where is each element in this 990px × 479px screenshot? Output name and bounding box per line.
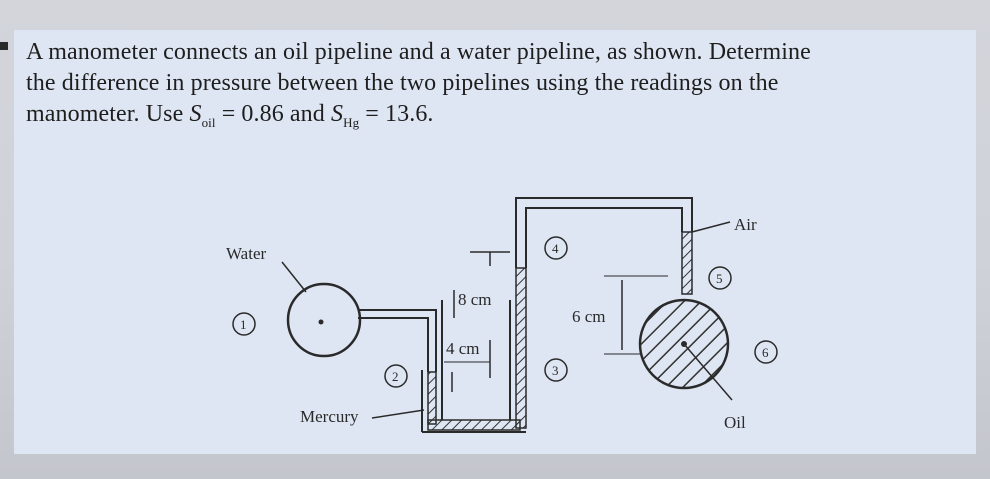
top-tube-outer bbox=[515, 197, 693, 268]
dim-8cm-label: 8 cm bbox=[458, 290, 492, 309]
water-label: Water bbox=[226, 244, 266, 263]
oil-equation: = 0.86 and bbox=[215, 101, 331, 127]
point-5-label: 5 bbox=[716, 271, 723, 286]
problem-line-2: the difference in pressure between the t… bbox=[26, 70, 779, 96]
mercury-left-leg bbox=[427, 371, 437, 425]
problem-statement: A manometer connects an oil pipeline and… bbox=[26, 37, 961, 130]
point-6: 6 bbox=[754, 340, 778, 364]
point-5: 5 bbox=[708, 266, 732, 290]
symbol-s-hg: S bbox=[330, 101, 344, 127]
point-2-label: 2 bbox=[392, 369, 399, 384]
connector-outer bbox=[358, 309, 437, 372]
air-leader bbox=[691, 221, 731, 233]
mercury-bottom bbox=[427, 419, 521, 431]
water-leader bbox=[281, 261, 307, 293]
top-tube-inner bbox=[525, 207, 683, 268]
subscript-hg: Hg bbox=[343, 115, 360, 130]
oil-label: Oil bbox=[724, 413, 746, 432]
point-4-label: 4 bbox=[552, 241, 559, 256]
water-pipe bbox=[286, 282, 362, 358]
mercury-right-leg bbox=[515, 267, 527, 429]
problem-line-1: A manometer connects an oil pipeline and… bbox=[26, 39, 811, 65]
symbol-s-oil: S bbox=[189, 101, 202, 127]
point-6-label: 6 bbox=[762, 345, 769, 360]
water-center-dot bbox=[318, 319, 324, 325]
line3-prefix: manometer. Use bbox=[26, 101, 190, 127]
mercury-label: Mercury bbox=[300, 407, 359, 426]
bullet-marker bbox=[0, 42, 8, 50]
right-leg bbox=[681, 231, 693, 295]
point-1-label: 1 bbox=[240, 317, 247, 332]
point-4: 4 bbox=[544, 236, 568, 260]
problem-card bbox=[14, 30, 976, 454]
connector-inner bbox=[358, 317, 429, 372]
dim-4cm-label: 4 cm bbox=[446, 339, 480, 358]
air-label: Air bbox=[734, 215, 757, 234]
point-3: 3 bbox=[544, 358, 568, 382]
point-2: 2 bbox=[384, 364, 408, 388]
subscript-oil: oil bbox=[201, 115, 216, 130]
mercury-leader bbox=[371, 409, 425, 419]
point-3-label: 3 bbox=[552, 363, 559, 378]
problem-line-3: manometer. Use Soil = 0.86 and SHg = 13.… bbox=[26, 99, 961, 130]
dim-6cm-label: 6 cm bbox=[572, 307, 606, 326]
oil-leader bbox=[683, 343, 733, 401]
hg-equation: = 13.6. bbox=[359, 101, 434, 127]
point-1: 1 bbox=[232, 312, 256, 336]
